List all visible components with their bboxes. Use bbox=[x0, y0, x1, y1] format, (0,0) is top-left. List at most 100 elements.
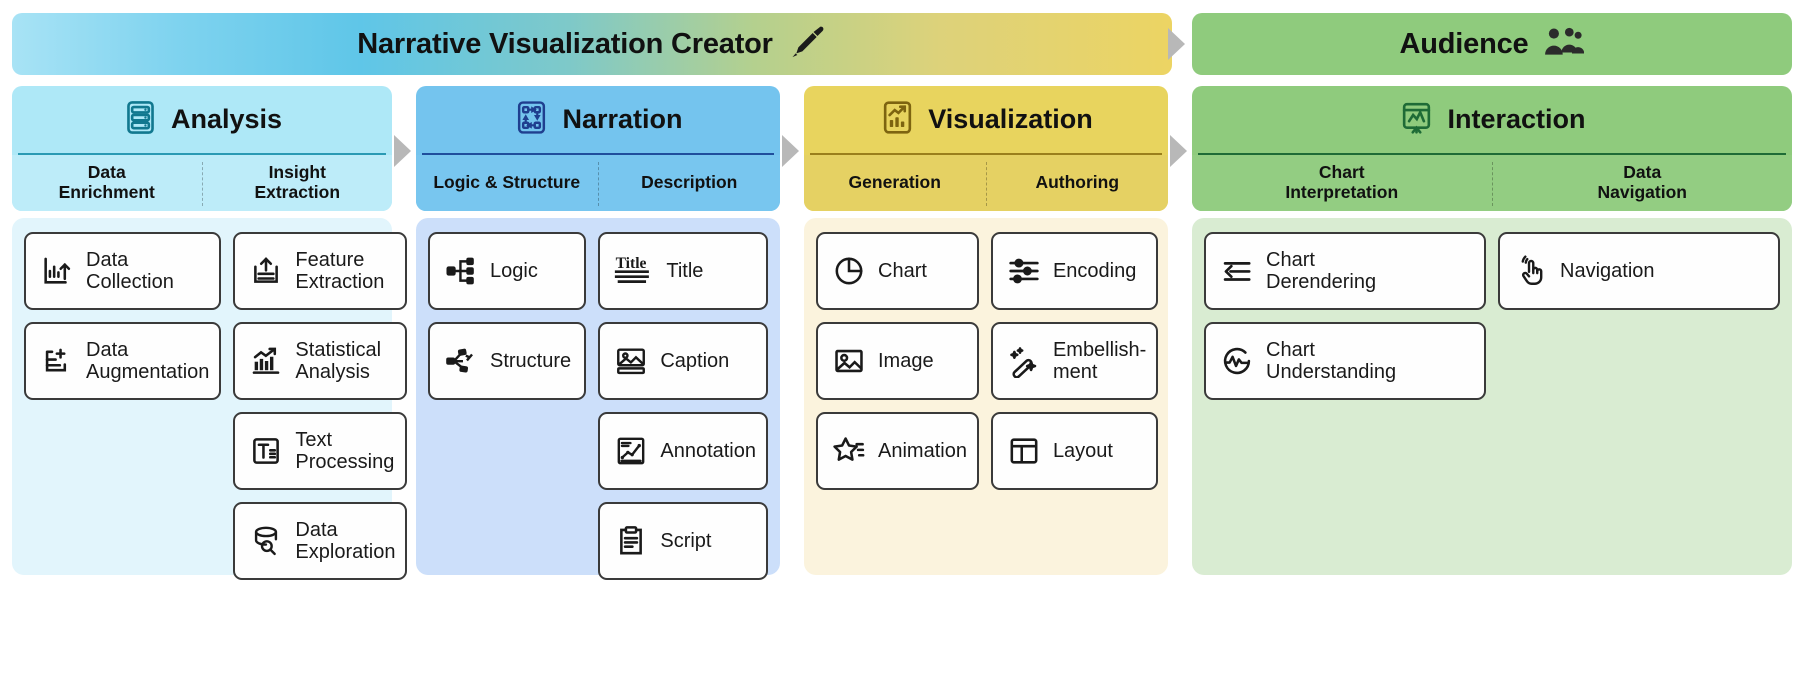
server-rack-icon bbox=[122, 99, 159, 141]
card-label: Text Processing bbox=[295, 429, 394, 474]
subcolumn-label-line: Authoring bbox=[1035, 172, 1120, 193]
arrow-narration-to-visualization bbox=[782, 135, 799, 167]
card-chart[interactable]: Chart bbox=[816, 232, 979, 310]
card-label: Navigation bbox=[1560, 259, 1655, 282]
panel-analysis: Data Collection Data Augmentat bbox=[12, 218, 408, 580]
card-annotation[interactable]: Annotation bbox=[598, 412, 768, 490]
card-label-line: Text bbox=[295, 428, 333, 451]
card-label: Statistical Analysis bbox=[295, 339, 381, 384]
card-encoding[interactable]: Encoding bbox=[990, 232, 1159, 310]
card-title[interactable]: Title Title bbox=[598, 232, 768, 310]
banner-audience-title: Audience bbox=[1399, 27, 1529, 60]
card-data-exploration[interactable]: Data Exploration bbox=[233, 502, 408, 580]
card-embellishment[interactable]: Embellish- ment bbox=[990, 322, 1159, 400]
subcolumn-label-line: Logic & Structure bbox=[433, 172, 581, 193]
subpanel-data-enrichment: Data Collection Data Augmentat bbox=[24, 232, 222, 561]
subcolumn-label-line: Chart bbox=[1318, 162, 1365, 183]
card-label: Data Collection bbox=[86, 249, 174, 294]
subcolumn-header-generation: Generation bbox=[804, 155, 986, 211]
card-structure[interactable]: Structure bbox=[428, 322, 587, 400]
card-animation[interactable]: Animation bbox=[816, 412, 979, 490]
star-sparkle-icon bbox=[830, 432, 868, 470]
hierarchy-icon bbox=[442, 252, 480, 290]
arrow-left-lines-icon bbox=[1218, 252, 1256, 290]
subcolumn-label-line: Generation bbox=[848, 172, 941, 193]
card-caption[interactable]: Caption bbox=[598, 322, 768, 400]
subpanel-data-navigation: Navigation bbox=[1498, 232, 1780, 561]
card-label: Structure bbox=[490, 349, 572, 372]
card-label: Caption bbox=[660, 349, 730, 372]
card-label-line: Data bbox=[86, 338, 129, 361]
card-label: Title bbox=[666, 259, 704, 282]
card-label-line: Data bbox=[86, 248, 129, 271]
panel-narration: Logic Structure bbox=[416, 218, 780, 580]
column-divider-narration bbox=[422, 153, 774, 155]
card-label-line: Chart bbox=[1266, 338, 1315, 361]
card-logic[interactable]: Logic bbox=[428, 232, 587, 310]
card-feature-extraction[interactable]: Feature Extraction bbox=[233, 232, 408, 310]
card-label: Layout bbox=[1052, 439, 1113, 462]
card-data-augmentation[interactable]: Data Augmentation bbox=[24, 322, 222, 400]
title-text-icon: Title bbox=[612, 252, 656, 290]
card-label-line: Extraction bbox=[295, 271, 385, 293]
card-label: Feature Extraction bbox=[295, 249, 384, 294]
subcolumn-header-logic-structure: Logic & Structure bbox=[416, 155, 598, 211]
card-label: Embellish- ment bbox=[1053, 339, 1146, 384]
chart-growth-icon bbox=[879, 99, 916, 141]
column-divider-analysis bbox=[18, 153, 386, 155]
column-title-analysis: Analysis bbox=[170, 104, 283, 134]
arrow-creator-to-audience bbox=[1168, 28, 1185, 60]
database-search-icon bbox=[247, 522, 285, 560]
bar-chart-arrow-icon bbox=[38, 252, 76, 290]
card-text-processing[interactable]: Text Processing bbox=[233, 412, 408, 490]
column-header-narration: Narration Logic & Structure Description bbox=[416, 86, 780, 211]
card-label: Encoding bbox=[1052, 259, 1137, 282]
picture-icon bbox=[830, 342, 868, 380]
arrow-analysis-to-narration bbox=[394, 135, 411, 167]
card-statistical-analysis[interactable]: Statistical Analysis bbox=[233, 322, 408, 400]
card-label-line: Augmentation bbox=[86, 361, 210, 383]
subcolumn-header-authoring: Authoring bbox=[987, 155, 1169, 211]
subpanel-chart-interpretation: Chart Derendering Chart Understanding bbox=[1204, 232, 1486, 561]
subpanel-insight-extraction: Feature Extraction bbox=[233, 232, 408, 580]
banner-creator-title: Narrative Visualization Creator bbox=[357, 27, 773, 60]
image-caption-icon bbox=[612, 342, 650, 380]
subpanel-authoring: Encoding Embellish- ment bbox=[990, 232, 1159, 561]
card-label-line: ment bbox=[1052, 361, 1098, 383]
subcolumn-label-line: Data bbox=[1623, 162, 1662, 183]
card-navigation[interactable]: Navigation bbox=[1498, 232, 1780, 310]
upload-tray-icon bbox=[247, 252, 285, 290]
subcolumn-label-line: Navigation bbox=[1597, 182, 1687, 202]
card-label-line: Feature bbox=[295, 248, 365, 271]
card-layout[interactable]: Layout bbox=[990, 412, 1159, 490]
subpanel-description: Title Title bbox=[598, 232, 768, 580]
card-label: Data Exploration bbox=[295, 519, 395, 564]
subcolumn-divider bbox=[985, 162, 987, 206]
card-script[interactable]: Script bbox=[598, 502, 768, 580]
card-data-collection[interactable]: Data Collection bbox=[24, 232, 222, 310]
card-chart-understanding[interactable]: Chart Understanding bbox=[1204, 322, 1486, 400]
subcolumn-divider bbox=[597, 162, 599, 206]
card-chart-derendering[interactable]: Chart Derendering bbox=[1204, 232, 1486, 310]
column-title-visualization: Visualization bbox=[928, 104, 1093, 134]
subpanel-generation: Chart Image bbox=[816, 232, 979, 561]
card-label: Logic bbox=[490, 259, 538, 282]
subcolumn-divider bbox=[1491, 162, 1493, 206]
card-label-line: Understanding bbox=[1266, 361, 1397, 383]
subcolumn-header-description: Description bbox=[599, 155, 781, 211]
pen-nib-icon bbox=[787, 22, 827, 67]
subcolumn-header-row-visualization: Generation Authoring bbox=[804, 155, 1168, 211]
column-header-visualization: Visualization Generation Authoring bbox=[804, 86, 1168, 211]
column-title-row-analysis: Analysis bbox=[12, 86, 392, 153]
column-title-row-interaction: Interaction bbox=[1192, 86, 1792, 153]
card-image[interactable]: Image bbox=[816, 322, 979, 400]
column-divider-visualization bbox=[810, 153, 1162, 155]
card-label: Chart Derendering bbox=[1266, 249, 1376, 294]
card-label-line: Analysis bbox=[295, 361, 370, 383]
card-label: Image bbox=[878, 349, 934, 372]
